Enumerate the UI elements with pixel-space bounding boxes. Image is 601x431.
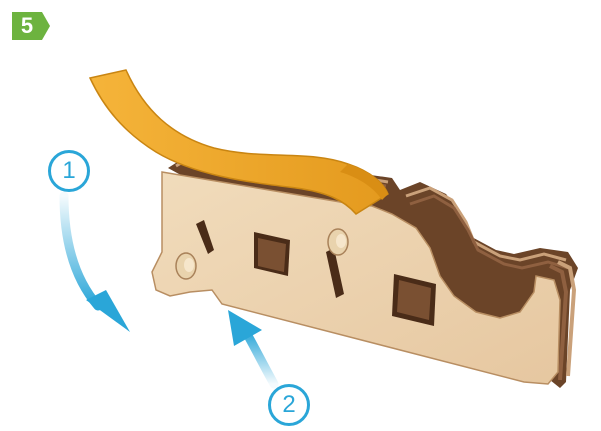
callout-1: 1 [48,150,90,192]
peg-top [328,229,348,255]
step-number-badge: 5 [10,10,52,42]
peg-front [176,253,196,279]
step-number: 5 [10,10,44,42]
motion-arrow-1 [64,196,130,332]
callout-2: 2 [268,384,310,426]
motion-arrow-2 [228,310,274,384]
